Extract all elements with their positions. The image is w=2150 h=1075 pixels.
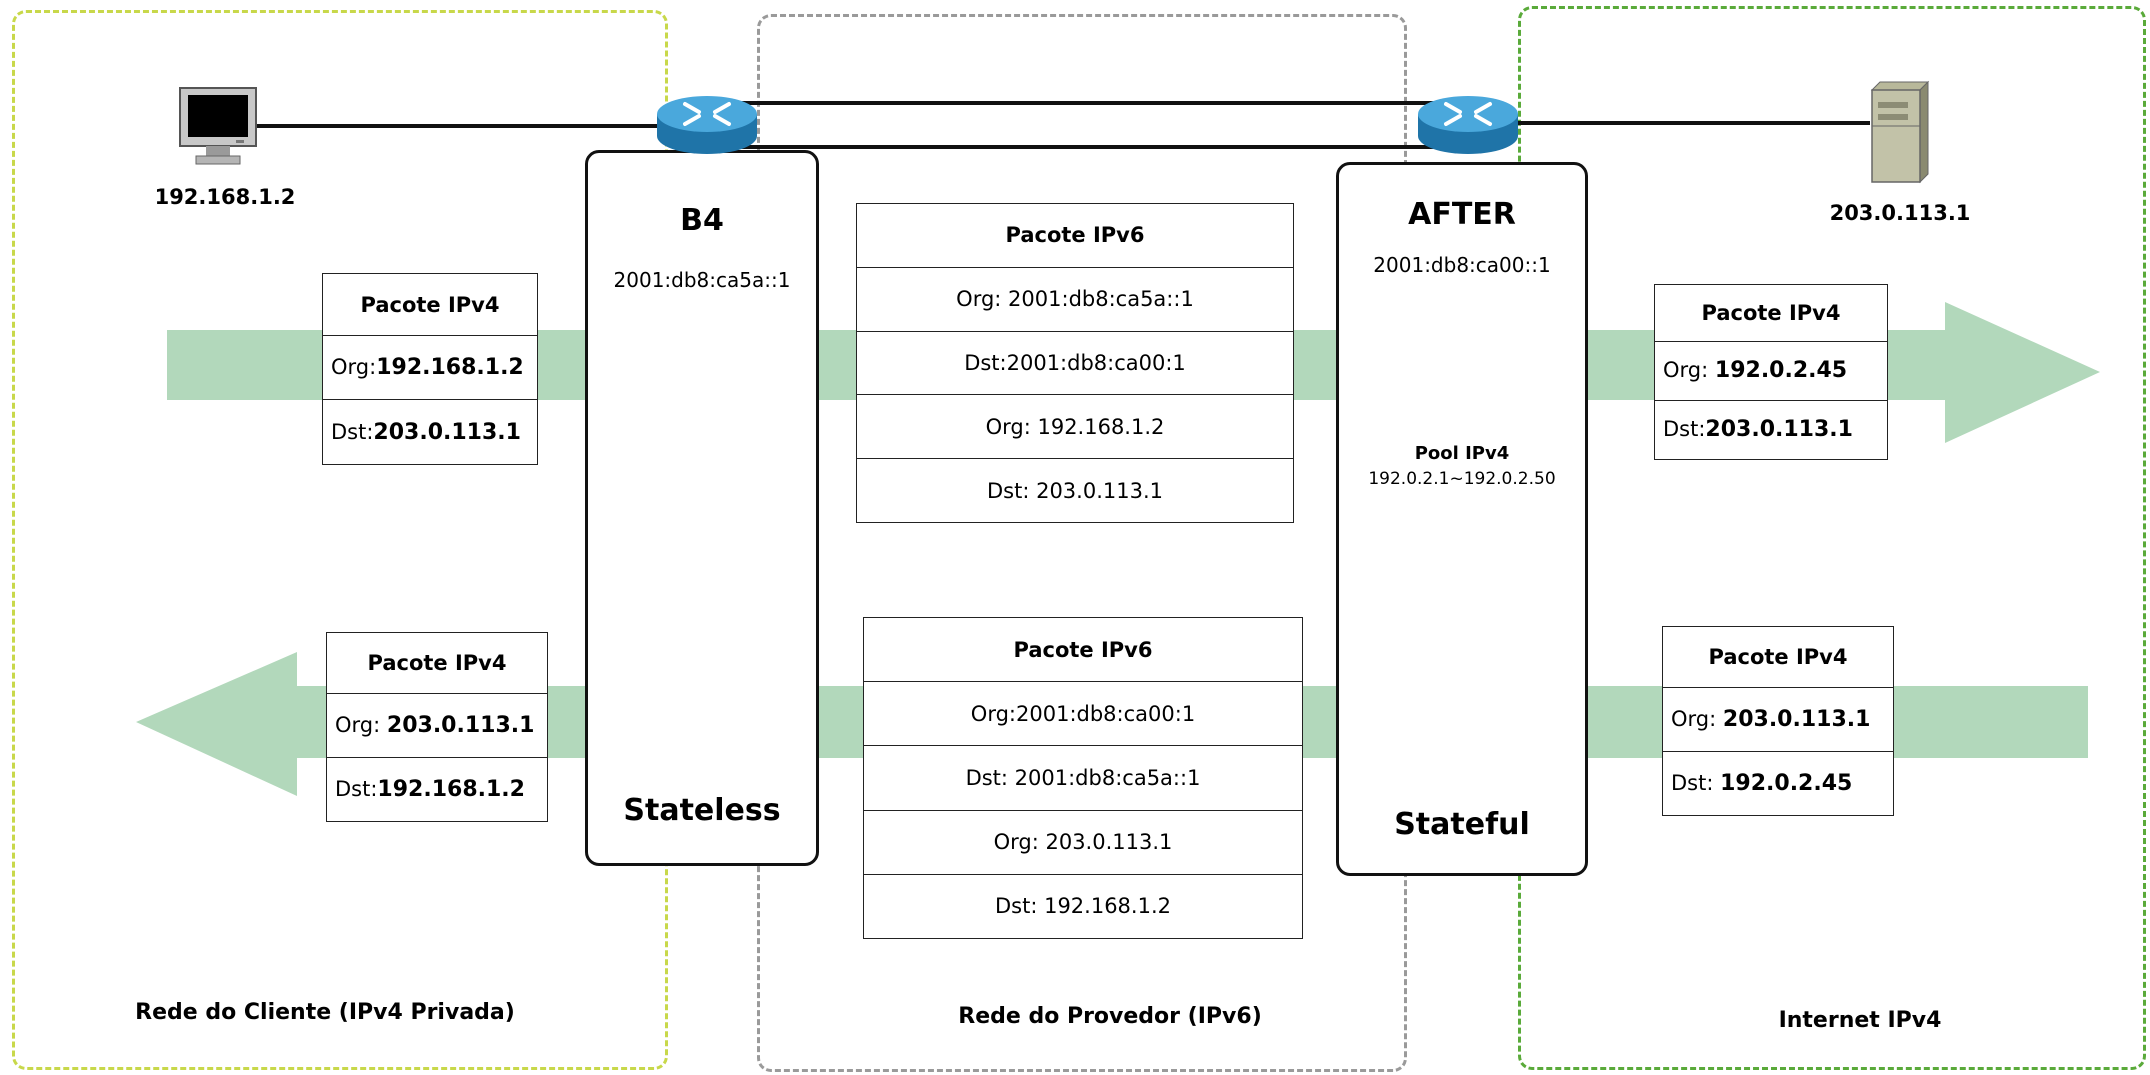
server-ip-label: 203.0.113.1 — [1829, 201, 1971, 225]
packet-org-row: Org:192.168.1.2 — [322, 334, 538, 401]
packet-header: Pacote IPv4 — [1662, 625, 1894, 689]
packet-row: Dst: 203.0.113.1 — [856, 458, 1294, 523]
packet-header: Pacote IPv4 — [326, 631, 548, 695]
after-address: 2001:db8:ca00::1 — [1373, 253, 1551, 277]
packet-ipv4-client-upstream: Pacote IPv4 Org:192.168.1.2 Dst:203.0.11… — [322, 273, 538, 465]
packet-dst-row: Dst: 192.0.2.45 — [1662, 751, 1894, 816]
packet-header: Pacote IPv4 — [322, 273, 538, 336]
packet-org-row: Org: 192.0.2.45 — [1654, 340, 1888, 401]
packet-row: Dst:2001:db8:ca00:1 — [856, 330, 1294, 396]
after-pool-title: Pool IPv4 — [1414, 443, 1510, 464]
packet-header: Pacote IPv6 — [863, 616, 1303, 683]
packet-ipv6-upstream: Pacote IPv6 Org: 2001:db8:ca5a::1 Dst:20… — [856, 203, 1294, 523]
client-zone-label: Rede do Cliente (IPv4 Privada) — [135, 1000, 515, 1025]
computer-icon — [179, 87, 257, 165]
after-pool-range: 192.0.2.1~192.0.2.50 — [1368, 469, 1556, 489]
packet-row: Org: 2001:db8:ca5a::1 — [856, 266, 1294, 332]
client-ip-label: 192.168.1.2 — [154, 185, 296, 209]
packet-row: Org:2001:db8:ca00:1 — [863, 681, 1303, 747]
packet-dst-row: Dst:203.0.113.1 — [1654, 399, 1888, 461]
packet-ipv4-internet-downstream: Pacote IPv4 Org: 203.0.113.1 Dst: 192.0.… — [1662, 625, 1894, 816]
packet-org-row: Org: 203.0.113.1 — [1662, 687, 1894, 753]
packet-ipv4-client-downstream: Pacote IPv4 Org: 203.0.113.1 Dst:192.168… — [326, 631, 548, 822]
router-icon — [1418, 96, 1518, 154]
b4-node: B4 2001:db8:ca5a::1 Stateless — [585, 150, 819, 866]
packet-header: Pacote IPv4 — [1654, 284, 1888, 342]
packet-row: Org: 192.168.1.2 — [856, 394, 1294, 460]
b4-mode: Stateless — [623, 793, 781, 828]
packet-org-row: Org: 203.0.113.1 — [326, 693, 548, 759]
router-icon — [657, 96, 757, 154]
packet-row: Dst: 2001:db8:ca5a::1 — [863, 745, 1303, 811]
packet-header: Pacote IPv6 — [856, 203, 1294, 268]
packet-ipv4-internet-upstream: Pacote IPv4 Org: 192.0.2.45 Dst:203.0.11… — [1654, 284, 1888, 461]
after-node: AFTER 2001:db8:ca00::1 Pool IPv4 192.0.2… — [1336, 162, 1588, 876]
packet-row: Org: 203.0.113.1 — [863, 809, 1303, 875]
provider-zone-label: Rede do Provedor (IPv6) — [958, 1004, 1262, 1029]
after-mode: Stateful — [1394, 807, 1530, 842]
b4-title: B4 — [680, 203, 724, 238]
packet-dst-row: Dst:203.0.113.1 — [322, 399, 538, 465]
packet-dst-row: Dst:192.168.1.2 — [326, 757, 548, 822]
server-icon — [1870, 80, 1930, 184]
b4-address: 2001:db8:ca5a::1 — [613, 268, 791, 292]
after-title: AFTER — [1408, 197, 1516, 232]
packet-row: Dst: 192.168.1.2 — [863, 873, 1303, 940]
internet-zone-label: Internet IPv4 — [1778, 1008, 1942, 1033]
packet-ipv6-downstream: Pacote IPv6 Org:2001:db8:ca00:1 Dst: 200… — [863, 616, 1303, 940]
